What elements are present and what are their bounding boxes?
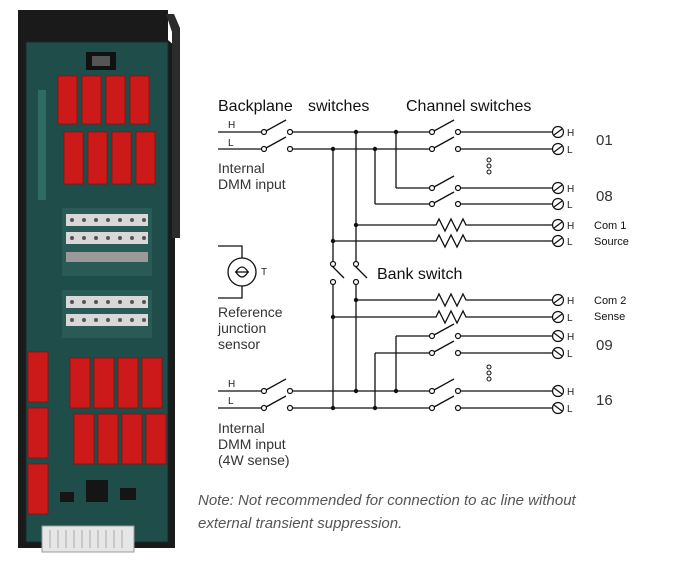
backplane-heading: Backplane: [218, 98, 293, 115]
switches-heading: switches: [308, 98, 369, 115]
reference-junction-label: Reference junction sensor: [217, 304, 283, 352]
input-l-label: L: [228, 138, 234, 149]
channel-01-label: 01: [596, 132, 613, 149]
svg-text:Internal: Internal: [218, 420, 265, 436]
svg-text:L: L: [567, 349, 573, 360]
input-4w-l-label: L: [228, 396, 234, 407]
svg-text:L: L: [567, 404, 573, 415]
schematic-wiring: [218, 119, 552, 412]
svg-text:H: H: [567, 332, 574, 343]
circuit-board-photo: [18, 10, 180, 553]
svg-text:L: L: [567, 313, 573, 324]
svg-text:H: H: [567, 184, 574, 195]
svg-text:(4W sense): (4W sense): [218, 452, 290, 468]
thermistor-label: T: [261, 267, 267, 278]
com2-sense-label: Sense: [594, 311, 625, 323]
terminal-hl-labels: H L H L H L H L H L H L: [567, 128, 574, 415]
input-4w-h-label: H: [228, 379, 235, 390]
svg-text:H: H: [567, 128, 574, 139]
svg-text:DMM input: DMM input: [218, 436, 286, 452]
internal-dmm-input-4w-label: Internal DMM input (4W sense): [218, 420, 290, 468]
svg-text:Reference: Reference: [218, 304, 283, 320]
channel-16-label: 16: [596, 392, 613, 409]
channel-08-label: 08: [596, 188, 613, 205]
svg-text:L: L: [567, 200, 573, 211]
svg-text:L: L: [567, 145, 573, 156]
svg-text:H: H: [567, 221, 574, 232]
terminal-screws: [551, 125, 565, 415]
com2-label: Com 2: [594, 295, 626, 307]
com1-source-label: Source: [594, 236, 629, 248]
note-line-1: Note: Not recommended for connection to …: [198, 492, 577, 509]
svg-text:sensor: sensor: [218, 336, 260, 352]
svg-text:H: H: [567, 387, 574, 398]
input-h-label: H: [228, 120, 235, 131]
com1-label: Com 1: [594, 220, 626, 232]
bank-switch-label: Bank switch: [377, 266, 462, 283]
channel-09-label: 09: [596, 337, 613, 354]
svg-text:H: H: [567, 296, 574, 307]
svg-text:L: L: [567, 237, 573, 248]
channel-switches-heading: Channel switches: [406, 98, 531, 115]
internal-dmm-input-label: Internal DMM input: [218, 160, 286, 192]
svg-text:DMM input: DMM input: [218, 176, 286, 192]
svg-text:junction: junction: [217, 320, 266, 336]
note-line-2: external transient suppression.: [198, 515, 402, 532]
svg-text:Internal: Internal: [218, 160, 265, 176]
